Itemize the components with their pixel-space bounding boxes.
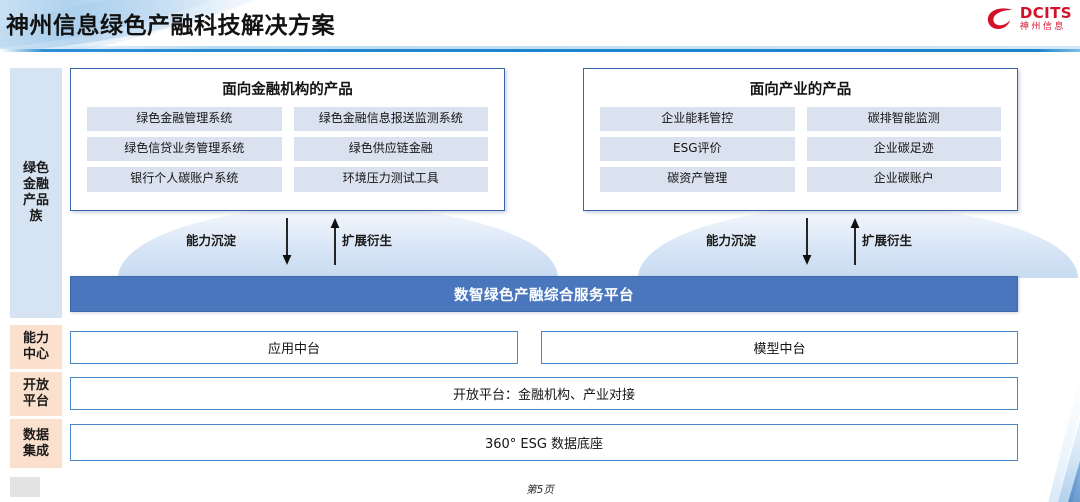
arrow-up-icon — [850, 218, 860, 265]
header-divider — [0, 49, 1080, 52]
flow-label-expansion-derivation: 扩展衍生 — [342, 233, 393, 248]
logo-english-name: DCITS — [1019, 4, 1072, 22]
flow-label-capability-precipitation: 能力沉淀 — [706, 233, 757, 248]
layer-box-data-foundation[interactable]: 360° ESG 数据底座 — [70, 424, 1018, 461]
corner-gray-block — [10, 477, 40, 497]
product-cell[interactable]: 企业能耗管控 — [600, 107, 795, 132]
product-cell[interactable]: 企业碳足迹 — [806, 137, 1001, 162]
product-cell[interactable]: ESG评价 — [600, 137, 795, 162]
logo-chinese-name: 神州信息 — [1019, 22, 1066, 32]
slide-header: 神州信息绿色产融科技解决方案 DCITS 神州信息 — [0, 0, 1080, 52]
sidebar-label-open-platform: 开放 平台 — [10, 372, 62, 416]
product-cell[interactable]: 绿色供应链金融 — [293, 137, 488, 162]
arrow-down-icon — [282, 218, 292, 265]
page-title: 神州信息绿色产融科技解决方案 — [6, 13, 335, 39]
panel-title-industry: 面向产业的产品 — [749, 82, 852, 98]
panel-grid-financial: 绿色金融管理系统 绿色金融信息报送监测系统 绿色信贷业务管理系统 绿色供应链金融… — [71, 107, 504, 192]
sidebar-label-ability-center: 能力 中心 — [10, 325, 62, 369]
platform-bar-comprehensive-service[interactable]: 数智绿色产融综合服务平台 — [70, 276, 1018, 312]
flow-label-capability-precipitation: 能力沉淀 — [186, 233, 237, 248]
panel-title-financial: 面向金融机构的产品 — [222, 82, 353, 98]
product-cell[interactable]: 碳资产管理 — [600, 167, 795, 192]
dcits-logo: DCITS 神州信息 — [985, 6, 1072, 32]
ribbon-stripe-2 — [1050, 308, 1080, 502]
panel-grid-industry: 企业能耗管控 碳排智能监测 ESG评价 企业碳足迹 碳资产管理 企业碳账户 — [584, 107, 1017, 192]
product-cell[interactable]: 环境压力测试工具 — [293, 167, 488, 192]
layer-box-application-middle-platform[interactable]: 应用中台 — [70, 331, 518, 364]
page-number-footer: 第5页 — [526, 484, 554, 496]
product-cell[interactable]: 绿色信贷业务管理系统 — [87, 137, 282, 162]
product-cell[interactable]: 企业碳账户 — [806, 167, 1001, 192]
product-cell[interactable]: 碳排智能监测 — [806, 107, 1001, 132]
panel-financial-institution-products: 面向金融机构的产品 绿色金融管理系统 绿色金融信息报送监测系统 绿色信贷业务管理… — [70, 68, 505, 211]
product-cell[interactable]: 绿色金融信息报送监测系统 — [293, 107, 488, 132]
ribbon-stripe-3 — [1041, 336, 1080, 502]
product-cell[interactable]: 绿色金融管理系统 — [87, 107, 282, 132]
arrow-up-icon — [330, 218, 340, 265]
flow-group-left: 能力沉淀 扩展衍生 — [160, 218, 450, 278]
ribbon-stripe-1 — [1060, 302, 1080, 502]
dcits-swirl-icon — [987, 8, 1012, 29]
logo-text-block: DCITS 神州信息 — [1020, 6, 1072, 32]
sidebar-label-data-integration: 数据 集成 — [10, 419, 62, 468]
header-divider-soft — [0, 46, 1080, 49]
panel-industry-products: 面向产业的产品 企业能耗管控 碳排智能监测 ESG评价 企业碳足迹 碳资产管理 … — [583, 68, 1018, 211]
product-cell[interactable]: 银行个人碳账户系统 — [87, 167, 282, 192]
sidebar-label-green-finance-products: 绿色 金融 产品 族 — [10, 68, 62, 318]
flow-group-right: 能力沉淀 扩展衍生 — [680, 218, 970, 278]
flow-label-expansion-derivation: 扩展衍生 — [862, 233, 913, 248]
arrow-down-icon — [802, 218, 812, 265]
layer-box-open-platform[interactable]: 开放平台：金融机构、产业对接 — [70, 377, 1018, 410]
layer-box-model-middle-platform[interactable]: 模型中台 — [541, 331, 1018, 364]
